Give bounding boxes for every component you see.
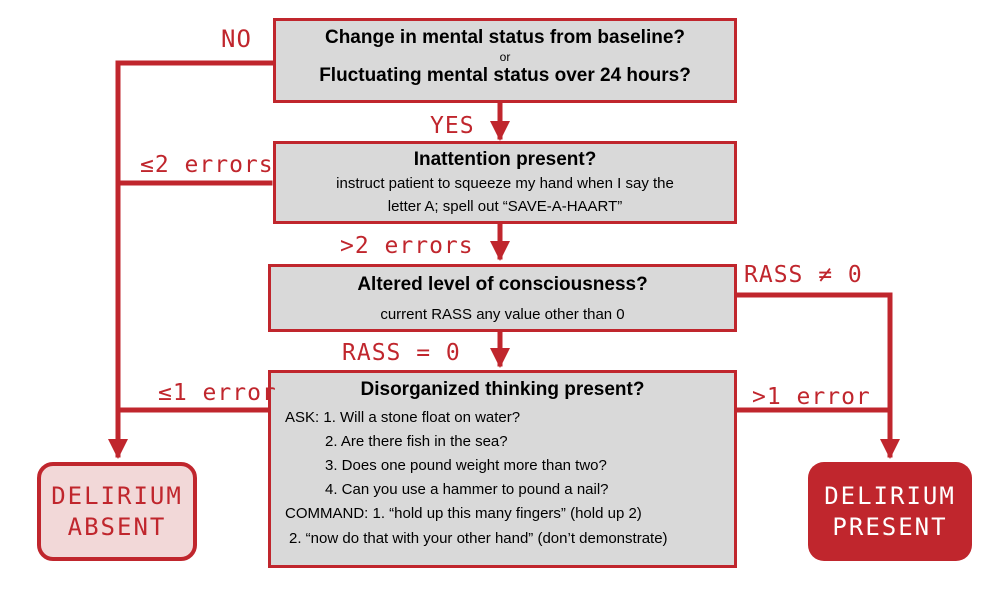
- label-rass-eq0: RASS = 0: [342, 340, 461, 366]
- question-2: 2. Are there fish in the sea?: [325, 433, 508, 450]
- step2-line1: instruct patient to squeeze my hand when…: [336, 175, 674, 192]
- step2-line2: letter A; spell out “SAVE-A-HAART”: [387, 198, 623, 215]
- step1-line1: Change in mental status from baseline?: [324, 27, 686, 48]
- arrow-down-icon: [734, 292, 900, 459]
- step3-title: Altered level of consciousness?: [357, 274, 648, 295]
- question-3: 3. Does one pound weight more than two?: [325, 457, 607, 474]
- step3-desc: current RASS any value other than 0: [380, 306, 625, 323]
- label-no: NO: [221, 25, 252, 53]
- delirium-present-outcome: DELIRIUM PRESENT: [808, 462, 972, 561]
- disorganized-thinking-box: Disorganized thinking present? ASK: 1. W…: [268, 370, 737, 568]
- label-le1-error: ≤1 error: [158, 380, 277, 406]
- question-1: ASK: 1. Will a stone float on water?: [285, 409, 521, 426]
- step1-or: or: [499, 50, 511, 64]
- label-le2-errors: ≤2 errors: [140, 152, 274, 178]
- label-gt2-errors: >2 errors: [340, 233, 474, 259]
- mental-status-change-box: Change in mental status from baseline? o…: [273, 18, 737, 103]
- present-line1: DELIRIUM: [824, 481, 956, 510]
- delirium-absent-outcome: DELIRIUM ABSENT: [37, 462, 197, 561]
- step2-title: Inattention present?: [413, 149, 597, 170]
- label-gt1-error: >1 error: [752, 384, 871, 410]
- inattention-box: Inattention present? instruct patient to…: [273, 141, 737, 224]
- question-4: 4. Can you use a hammer to pound a nail?: [325, 481, 609, 498]
- command-2: 2. “now do that with your other hand” (d…: [289, 530, 668, 547]
- arrow-down-icon: [108, 60, 279, 459]
- step1-line2: Fluctuating mental status over 24 hours?: [319, 65, 691, 86]
- label-yes: YES: [430, 113, 475, 139]
- absent-line1: DELIRIUM: [51, 481, 183, 510]
- consciousness-box: Altered level of consciousness? current …: [268, 264, 737, 332]
- absent-line2: ABSENT: [67, 512, 167, 541]
- label-rass-ne0: RASS ≠ 0: [744, 262, 863, 288]
- command-1: COMMAND: 1. “hold up this many fingers” …: [285, 505, 642, 522]
- present-line2: PRESENT: [832, 512, 948, 541]
- step4-title: Disorganized thinking present?: [360, 379, 645, 400]
